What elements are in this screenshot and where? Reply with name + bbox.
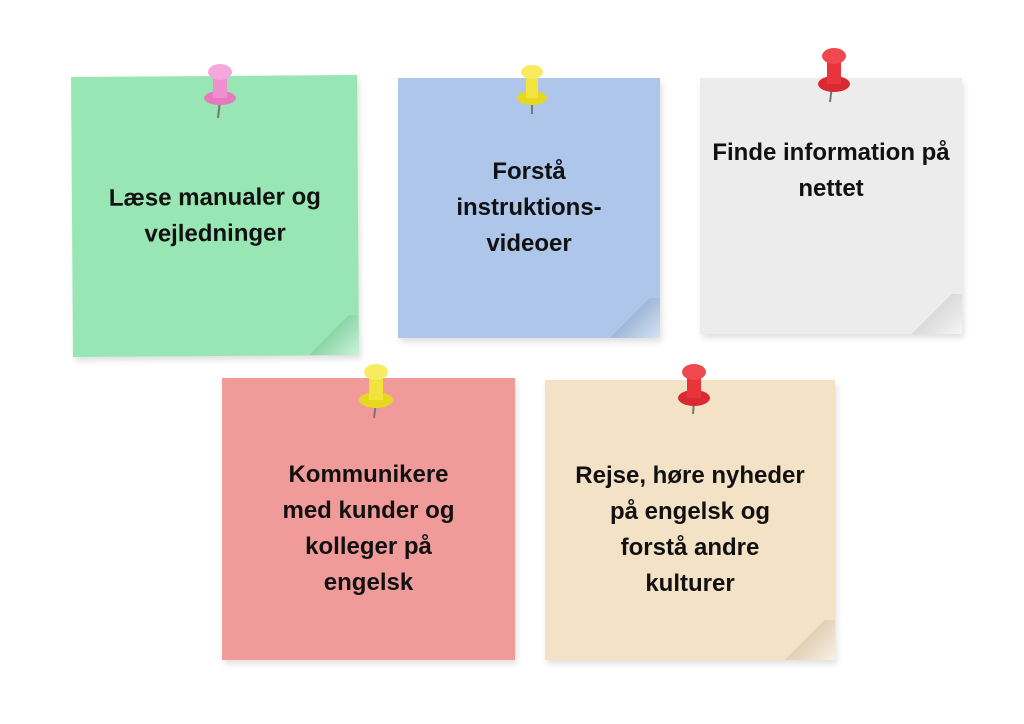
sticky-note-communicate: Kommunikere med kunder og kolleger på en… — [222, 378, 515, 660]
sticky-note-information: Finde information på nettet — [700, 78, 962, 334]
sticky-note-videos: Forstå instruktions-videoer — [398, 78, 660, 338]
pushpin-yellow-icon — [359, 364, 393, 419]
pushpin-red-icon — [818, 48, 850, 103]
note-text: Rejse, høre nyheder på engelsk og forstå… — [575, 462, 805, 597]
pushpin-red-icon — [678, 364, 710, 415]
sticky-note-travel: Rejse, høre nyheder på engelsk og forstå… — [545, 380, 835, 660]
pushpin-pink-icon — [204, 64, 236, 119]
note-text: Finde information på nettet — [712, 139, 950, 202]
pushpin-yellow-icon — [517, 65, 547, 114]
note-text: Forstå instruktions-videoer — [456, 158, 602, 257]
note-text: Læse manualer og vejledninger — [108, 183, 321, 248]
note-text: Kommunikere med kunder og kolleger på en… — [282, 461, 455, 596]
